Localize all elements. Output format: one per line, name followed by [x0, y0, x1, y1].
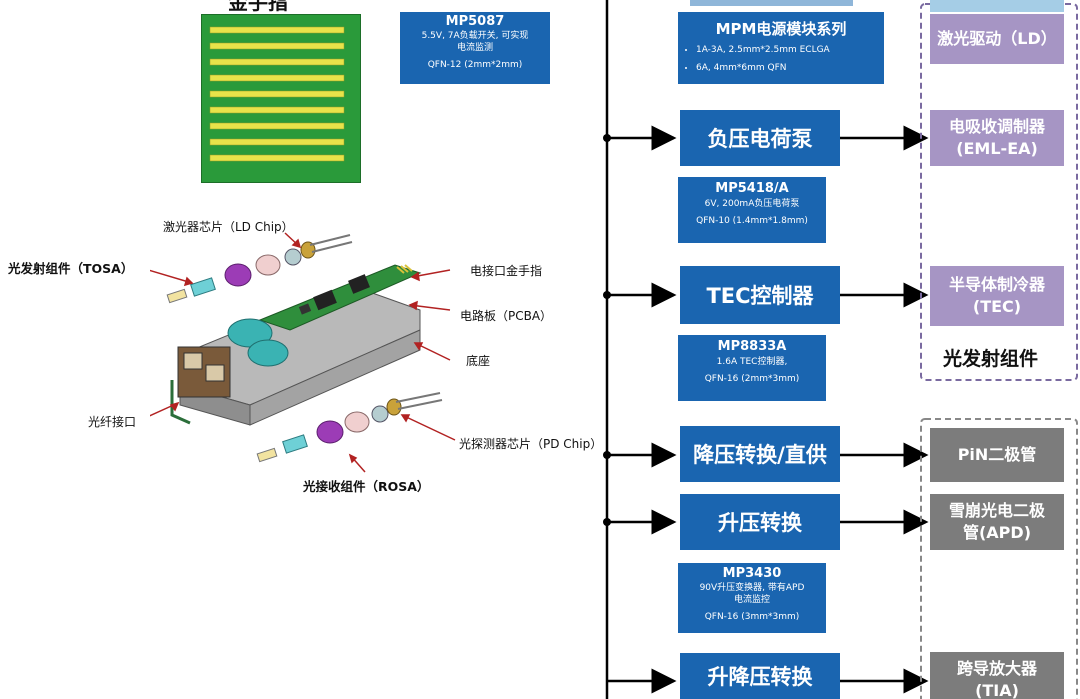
transceiver-exploded-view — [150, 232, 456, 473]
mp5418-desc: 6V, 200mA负压电荷泵 — [704, 199, 800, 209]
gold-finger-stripes — [209, 26, 345, 162]
gold-finger-pcb — [201, 14, 361, 183]
mpm-item-1: 1A-3A, 2.5mm*2.5mm ECLGA — [696, 41, 884, 59]
tia-line-1: 跨导放大器 — [956, 659, 1037, 678]
gold-finger-label: 电接口金手指 — [470, 264, 543, 278]
mpm-title: MPM电源模块系列 — [715, 20, 847, 38]
mp8833-desc: 1.6A TEC控制器, — [716, 357, 788, 367]
mp5418-box: MP5418/A 6V, 200mA负压电荷泵 QFN-10 (1.4mm*1.… — [678, 177, 826, 243]
top-cut-purple — [930, 0, 1064, 12]
base-label: 底座 — [466, 354, 491, 368]
eml-box: 电吸收调制器 (EML-EA) — [930, 110, 1064, 166]
laser-driver-box: 激光驱动（LD） — [930, 14, 1064, 64]
tec-cooler-box: 半导体制冷器 (TEC) — [930, 266, 1064, 326]
pin-diode-box: PiN二极管 — [930, 428, 1064, 482]
boost-block: 升压转换 — [680, 494, 840, 550]
apd-line-2: 管(APD) — [962, 523, 1032, 542]
tia-line-2: (TIA) — [975, 681, 1019, 699]
mp5087-title: MP5087 — [445, 14, 505, 29]
tec-cooler-line-2: (TEC) — [972, 297, 1022, 316]
mp5087-package: QFN-12 (2mm*2mm) — [427, 60, 523, 70]
pd-chip-label: 光探测器芯片（PD Chip） — [459, 437, 603, 451]
rosa-label: 光接收组件（ROSA） — [303, 479, 430, 494]
top-cut-block — [690, 0, 853, 6]
buck-boost-block: 升降压转换 — [680, 653, 840, 699]
mp5418-title: MP5418/A — [715, 181, 789, 196]
mp8833-box: MP8833A 1.6A TEC控制器, QFN-16 (2mm*3mm) — [678, 335, 826, 401]
mp5087-desc-1: 5.5V, 7A负载开关, 可实现 — [421, 31, 529, 41]
mp3430-desc-2: 电流监控 — [733, 595, 770, 605]
eml-line-1: 电吸收调制器 — [948, 117, 1045, 136]
mp5087-desc-2: 电流监测 — [456, 43, 493, 53]
mp3430-title: MP3430 — [722, 566, 782, 581]
mp5418-package: QFN-10 (1.4mm*1.8mm) — [696, 216, 808, 226]
mp3430-desc-1: 90V升压变换器, 带有APD — [699, 583, 805, 593]
mp8833-package: QFN-16 (2mm*3mm) — [704, 374, 800, 384]
mp5087-box: MP5087 5.5V, 7A负载开关, 可实现 电流监测 QFN-12 (2m… — [400, 12, 550, 84]
mp3430-package: QFN-16 (3mm*3mm) — [704, 612, 800, 622]
buck-direct-block: 降压转换/直供 — [680, 426, 840, 482]
mp8833-title: MP8833A — [717, 339, 787, 354]
apd-line-1: 雪崩光电二极 — [948, 501, 1045, 520]
tosa-label: 光发射组件（TOSA） — [8, 261, 134, 276]
mp3430-box: MP3430 90V升压变换器, 带有APD 电流监控 QFN-16 (3mm*… — [678, 563, 826, 633]
tia-box: 跨导放大器 (TIA) — [930, 652, 1064, 699]
top-cut-label: 金手指 — [228, 0, 288, 14]
mpm-item-2: 6A, 4mm*6mm QFN — [696, 59, 884, 77]
mpm-module-box: MPM电源模块系列 1A-3A, 2.5mm*2.5mm ECLGA 6A, 4… — [678, 12, 884, 84]
eml-line-2: (EML-EA) — [956, 139, 1038, 158]
ld-chip-label: 激光器芯片（LD Chip） — [163, 220, 294, 234]
tec-controller-block: TEC控制器 — [680, 266, 840, 324]
neg-charge-pump-block: 负压电荷泵 — [680, 110, 840, 166]
tosa-group-caption: 光发射组件 — [943, 348, 1039, 370]
tec-cooler-line-1: 半导体制冷器 — [948, 275, 1045, 294]
pcba-label: 电路板（PCBA） — [460, 309, 553, 323]
apd-box: 雪崩光电二极 管(APD) — [930, 494, 1064, 550]
fiber-port-label: 光纤接口 — [88, 415, 137, 429]
